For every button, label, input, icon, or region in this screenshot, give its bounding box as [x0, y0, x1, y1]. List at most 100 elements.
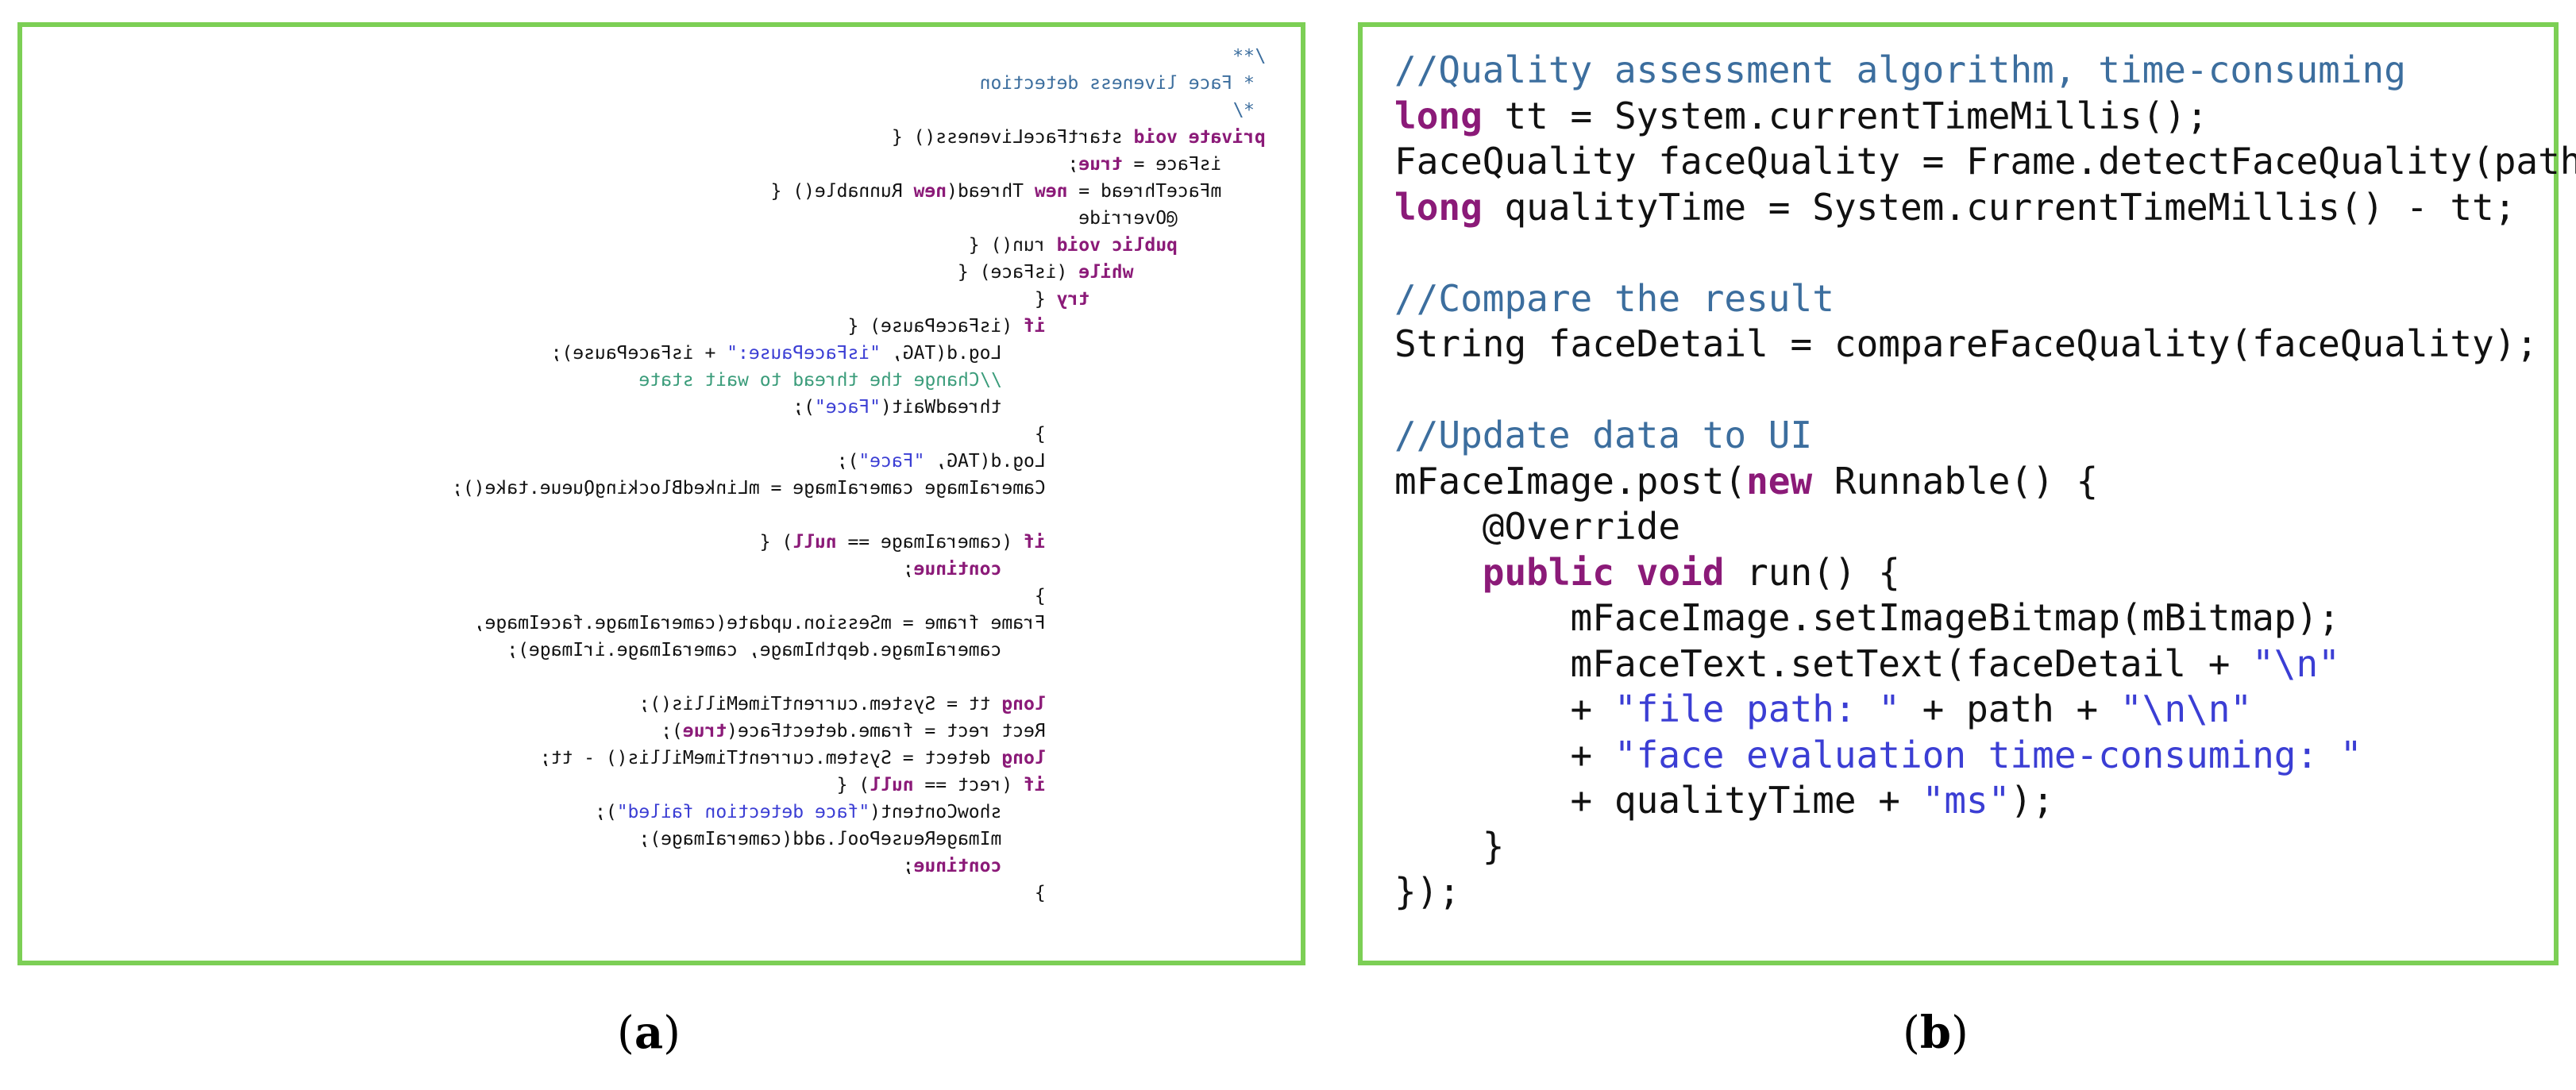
code-token: @Override	[1078, 208, 1266, 229]
code-line: long detect = System.currentTimeMillis()…	[452, 745, 1266, 772]
code-token: true	[1078, 154, 1123, 175]
code-token: + isFacePause);	[550, 343, 727, 364]
code-token	[1134, 262, 1266, 283]
code-token: long	[1394, 185, 1483, 229]
code-token: String faceDetail = compareFaceQuality(f…	[1394, 322, 2539, 365]
code-token: new	[913, 181, 947, 202]
code-line: private void startFaceLiveness() {	[452, 124, 1266, 151]
code-line: }	[1394, 824, 2576, 870]
code-token: FaceQuality faceQuality = Frame.detectFa…	[1394, 140, 2576, 183]
caption-a-open: (	[617, 1007, 634, 1059]
code-token: (isFace) {	[958, 262, 1079, 283]
code-line: mFaceThread = new Thread(new Runnable() …	[452, 178, 1266, 205]
code-token: startFaceLiveness() {	[892, 127, 1134, 148]
code-token: cameraImage.depthImage, cameraImage.irIm…	[507, 640, 1266, 661]
code-line: @Override	[1394, 504, 2576, 550]
code-token: );	[792, 397, 816, 418]
code-line: * Face liveness detection	[452, 70, 1266, 97]
code-line: public void run() {	[1394, 550, 2576, 596]
code-line: isFace = true;	[452, 151, 1266, 178]
code-line	[452, 502, 1266, 529]
code-token	[1046, 748, 1266, 768]
caption-b-close: )	[1951, 1007, 1969, 1059]
caption-a-letter: a	[634, 1007, 664, 1059]
code-panel-b: //Quality assessment algorithm, time-con…	[1358, 22, 2576, 965]
code-line: if (rect == null) {	[452, 772, 1266, 799]
code-token: +	[1394, 733, 1614, 776]
code-token	[1394, 551, 1483, 594]
code-token: ) {	[760, 532, 793, 553]
code-token: mFaceImage.setImageBitmap(mBitmap);	[1394, 596, 2340, 639]
code-token: );	[836, 451, 859, 472]
code-token: continue	[913, 559, 1002, 580]
code-token: "\n"	[2252, 641, 2340, 685]
code-token: public void	[1056, 235, 1178, 256]
code-line: showContent("face detection failed");	[452, 799, 1266, 826]
code-token: long	[1001, 694, 1047, 714]
code-line: //Compare the result	[1394, 276, 2576, 322]
code-token: public void	[1482, 550, 1725, 594]
code-line: Rect rect = frame.detectFace(true);	[452, 718, 1266, 745]
caption-b-open: (	[1903, 1007, 1920, 1059]
code-line: Log.d(TAG, "Face");	[452, 448, 1266, 475]
code-token: //Update data to UI	[1394, 414, 1813, 456]
code-token: (rect ==	[913, 775, 1024, 795]
code-line: threadWait("Face");	[452, 394, 1266, 421]
code-token: "file path: "	[1614, 688, 1900, 730]
code-line: /**	[452, 43, 1266, 70]
code-token: "face evaluation time-consuming: "	[1614, 733, 2362, 776]
code-token: });	[1394, 870, 1461, 913]
code-token: +	[1394, 688, 1614, 730]
code-token: new	[1035, 181, 1068, 202]
code-line: });	[1394, 869, 2576, 915]
code-line: + qualityTime + "ms");	[1394, 778, 2576, 824]
code-token: if	[1024, 316, 1047, 337]
code-token	[1046, 532, 1266, 553]
code-token: {	[1035, 289, 1057, 310]
code-token: continue	[913, 856, 1002, 876]
code-token: mFaceThread =	[1067, 181, 1266, 202]
code-line: }	[452, 583, 1266, 610]
code-token: long	[1001, 748, 1047, 768]
code-token: );	[661, 721, 684, 741]
code-line: String faceDetail = compareFaceQuality(f…	[1394, 322, 2576, 368]
code-token: }	[1394, 824, 1505, 868]
code-line: public void run() {	[452, 232, 1266, 259]
caption-a: (a)	[617, 1007, 681, 1059]
code-token: "\n\n"	[2119, 688, 2253, 730]
code-line	[452, 664, 1266, 691]
code-line	[1394, 368, 2576, 414]
code-token: //Quality assessment algorithm, time-con…	[1394, 48, 2406, 91]
code-token: "Face"	[815, 397, 881, 418]
code-token: Log.d(TAG,	[924, 451, 1266, 472]
code-token: isFace =	[1122, 154, 1266, 175]
code-token: while	[1078, 262, 1134, 283]
code-token: try	[1056, 289, 1090, 310]
code-token: showContent(	[870, 802, 1266, 822]
code-listing-b: //Quality assessment algorithm, time-con…	[1394, 48, 2576, 915]
code-token: "Face"	[858, 451, 925, 472]
code-token	[1046, 316, 1266, 337]
code-token: true	[683, 721, 727, 741]
code-token: (cameraImage ==	[836, 532, 1024, 553]
code-token: //Change the thread to wait state	[638, 370, 1266, 391]
code-line: long tt = System.currentTimeMillis();	[452, 691, 1266, 718]
code-token: Rect rect = frame.detectFace(	[727, 721, 1266, 741]
code-line: //Quality assessment algorithm, time-con…	[1394, 48, 2576, 94]
code-token: @Override	[1394, 505, 1681, 548]
code-token: }	[1035, 424, 1266, 445]
code-line: try {	[452, 286, 1266, 313]
code-line: @Override	[452, 205, 1266, 232]
code-token: "ms"	[1922, 779, 2011, 822]
code-token: Runnable() {	[1812, 459, 2099, 503]
code-panel-a: /** * Face liveness detection */ private…	[17, 22, 1305, 965]
code-token: ;	[903, 559, 914, 580]
code-line: long tt = System.currentTimeMillis();	[1394, 94, 2576, 140]
code-token: mImageReusePool.add(cameraImage);	[638, 829, 1266, 849]
code-line: cameraImage.depthImage, cameraImage.irIm…	[452, 637, 1266, 664]
code-token: Frame frame = mSession.update(cameraImag…	[474, 613, 1266, 634]
code-token: run() {	[969, 235, 1057, 256]
code-token: Log.d(TAG,	[881, 343, 1266, 364]
code-line	[1394, 230, 2576, 276]
code-token: //Compare the result	[1394, 276, 1834, 320]
